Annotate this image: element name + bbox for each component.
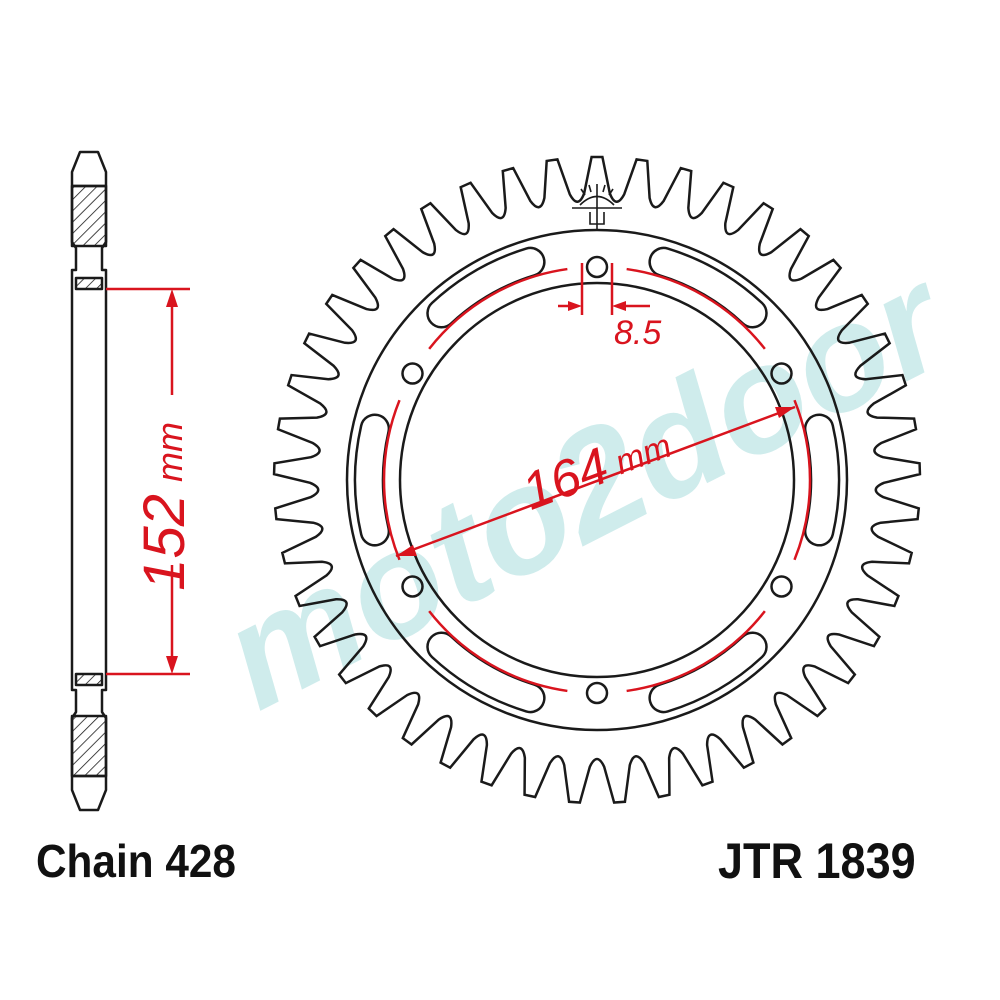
lightening-slot [426, 246, 546, 329]
hub-diameter-dimension [106, 287, 190, 676]
bolt-circle-arc [428, 610, 568, 693]
side-profile-view [70, 150, 108, 812]
bolt-hole-value: 8.5 [614, 314, 661, 352]
side-profile-outline [70, 150, 108, 812]
hatch-upper [70, 184, 108, 248]
arrow-head [166, 656, 178, 674]
chain-size-label: Chain 428 [36, 835, 236, 887]
arrow-head [166, 289, 178, 307]
bolt-hole [401, 362, 424, 385]
arrow-head [612, 301, 626, 311]
hatch-lower [70, 714, 108, 778]
hatch-upper-hub [74, 276, 104, 291]
bolt-circle-arc [428, 267, 568, 350]
center-bore [398, 281, 796, 679]
bolt-hole [770, 362, 793, 385]
hatch-lower-hub [74, 672, 104, 687]
hub-diameter-value: 152 [132, 494, 197, 591]
sprocket-teeth-outline [272, 155, 922, 804]
arrow-head [568, 301, 582, 311]
arrow-head [775, 407, 795, 418]
bolt-hole [585, 255, 609, 279]
arrow-head [396, 545, 417, 556]
bolt-circle-arc [793, 399, 812, 561]
bolt-circle-arc [626, 610, 766, 693]
bolt-circle-dimension [395, 405, 796, 558]
hub-diameter-unit: mm [149, 422, 190, 482]
bolt-circle-arc [382, 399, 401, 561]
bolt-hole [770, 575, 793, 598]
bolt-holes [401, 255, 793, 705]
top-mark-icon [572, 184, 622, 230]
sprocket-front-view [272, 155, 922, 804]
bolt-hole [585, 681, 609, 705]
part-number-label: JTR 1839 [718, 833, 916, 889]
bolt-circle-arc [626, 267, 766, 350]
lightening-slot [648, 631, 768, 714]
bolt-hole [401, 575, 424, 598]
bolt-circle-marks [382, 267, 812, 693]
bolt-hole-dimension [558, 263, 650, 315]
